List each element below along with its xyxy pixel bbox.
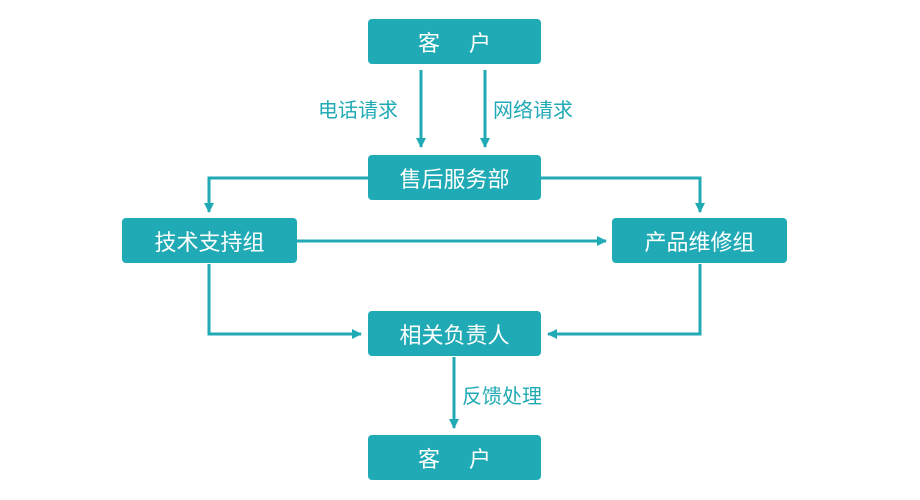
label-feedback: 反馈处理 xyxy=(462,384,542,408)
node-tech-support[interactable]: 技术支持组 xyxy=(122,218,297,263)
label-phone-request: 电话请求 xyxy=(318,98,398,122)
node-customer-bottom[interactable]: 客 户 xyxy=(368,435,541,480)
node-responsible[interactable]: 相关负责人 xyxy=(368,311,541,356)
label-web-request: 网络请求 xyxy=(493,98,573,122)
edge-aftersales-to-tech-support xyxy=(204,176,368,213)
edge-tech-support-to-responsible xyxy=(207,264,362,339)
edge-repair-to-responsible xyxy=(547,264,702,339)
node-customer-top[interactable]: 客 户 xyxy=(368,19,541,64)
edge-aftersales-to-repair xyxy=(541,176,705,213)
node-repair[interactable]: 产品维修组 xyxy=(612,218,787,263)
node-after-sales[interactable]: 售后服务部 xyxy=(368,155,541,200)
